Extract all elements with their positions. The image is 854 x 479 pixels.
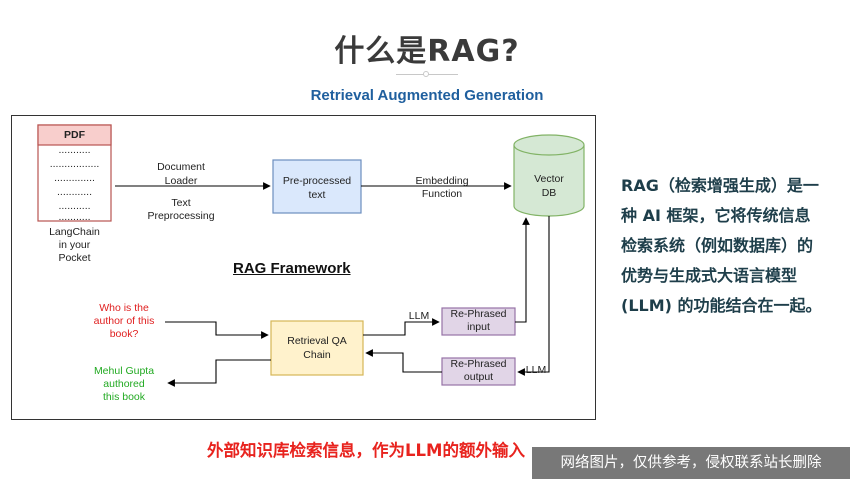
pdf-caption-line-2: in your	[58, 239, 91, 251]
rag-framework-label: RAG Framework	[233, 260, 351, 277]
vector-db-cylinder	[513, 134, 585, 217]
answer-line-3: this book	[102, 391, 146, 403]
edge-label-text-preprocessing-1: Text	[171, 197, 191, 209]
pdf-line-6: ...........	[58, 211, 91, 223]
question-line-2: author of this	[93, 315, 155, 327]
retrieval-qa-label-2: Chain	[303, 349, 331, 361]
rephrased-output-label-1: Re-Phrased	[450, 358, 507, 370]
answer-line-1: Mehul Gupta	[93, 365, 155, 377]
preprocessed-text-label-1: Pre-processed	[282, 175, 352, 187]
edge-label-embedding-1: Embedding	[415, 175, 469, 187]
pdf-caption-line-3: Pocket	[58, 252, 91, 264]
question-line-1: Who is the	[99, 302, 149, 314]
vector-db-label-2: DB	[541, 187, 557, 199]
rephrased-output-box	[441, 357, 516, 386]
watermark-banner: 网络图片，仅供参考，侵权联系站长删除	[532, 447, 850, 479]
edge-label-llm-out: LLM	[525, 364, 547, 376]
rephrased-input-label-1: Re-Phrased	[450, 308, 507, 320]
pdf-line-5: ...........	[58, 200, 91, 212]
pdf-line-2: .................	[49, 158, 100, 170]
rephrased-input-box	[441, 307, 516, 336]
rag-diagram	[37, 124, 585, 387]
edge-label-llm-in: LLM	[408, 310, 430, 322]
pdf-line-3: ..............	[54, 172, 95, 184]
slide-title: 什么是RAG?	[334, 34, 520, 69]
edge-rephrased-output-to-qa	[365, 349, 442, 373]
preprocessed-text-label-2: text	[308, 189, 326, 201]
pdf-document-icon	[37, 124, 112, 222]
edge-qa-to-rephrased-input	[363, 318, 440, 336]
edge-label-text-preprocessing-2: Preprocessing	[147, 210, 215, 222]
edge-rephrased-input-to-vector-db	[515, 217, 530, 323]
pdf-line-4: ............	[56, 186, 92, 198]
answer-line-2: authored	[103, 378, 145, 390]
footer-note: 外部知识库检索信息，作为LLM的额外输入	[207, 441, 525, 460]
pdf-line-1: ...........	[58, 144, 91, 156]
edge-question-to-qa	[165, 321, 269, 339]
preprocessed-text-box	[272, 159, 362, 214]
edge-qa-to-answer	[167, 359, 271, 387]
vector-db-label-1: Vector	[534, 173, 564, 185]
rag-description: RAG（检索增强生成）是一种 AI 框架，它将传统信息检索系统（例如数据库）的优…	[621, 176, 822, 315]
retrieval-qa-label-1: Retrieval QA	[287, 335, 347, 347]
question-line-3: book?	[109, 328, 139, 340]
edge-label-embedding-2: Function	[421, 188, 463, 200]
slide-subtitle: Retrieval Augmented Generation	[310, 87, 544, 104]
pdf-header-label: PDF	[64, 129, 85, 141]
rephrased-output-label-2: output	[463, 371, 494, 383]
retrieval-qa-box	[270, 320, 364, 376]
rephrased-input-label-2: input	[467, 321, 490, 333]
edge-label-document-loader-1: Document	[157, 161, 205, 173]
edge-vector-db-to-rephrased-output	[517, 216, 550, 376]
title-divider-dot	[423, 71, 429, 77]
pdf-caption-line-1: LangChain	[49, 226, 100, 238]
edge-label-document-loader-2: Loader	[164, 175, 198, 187]
